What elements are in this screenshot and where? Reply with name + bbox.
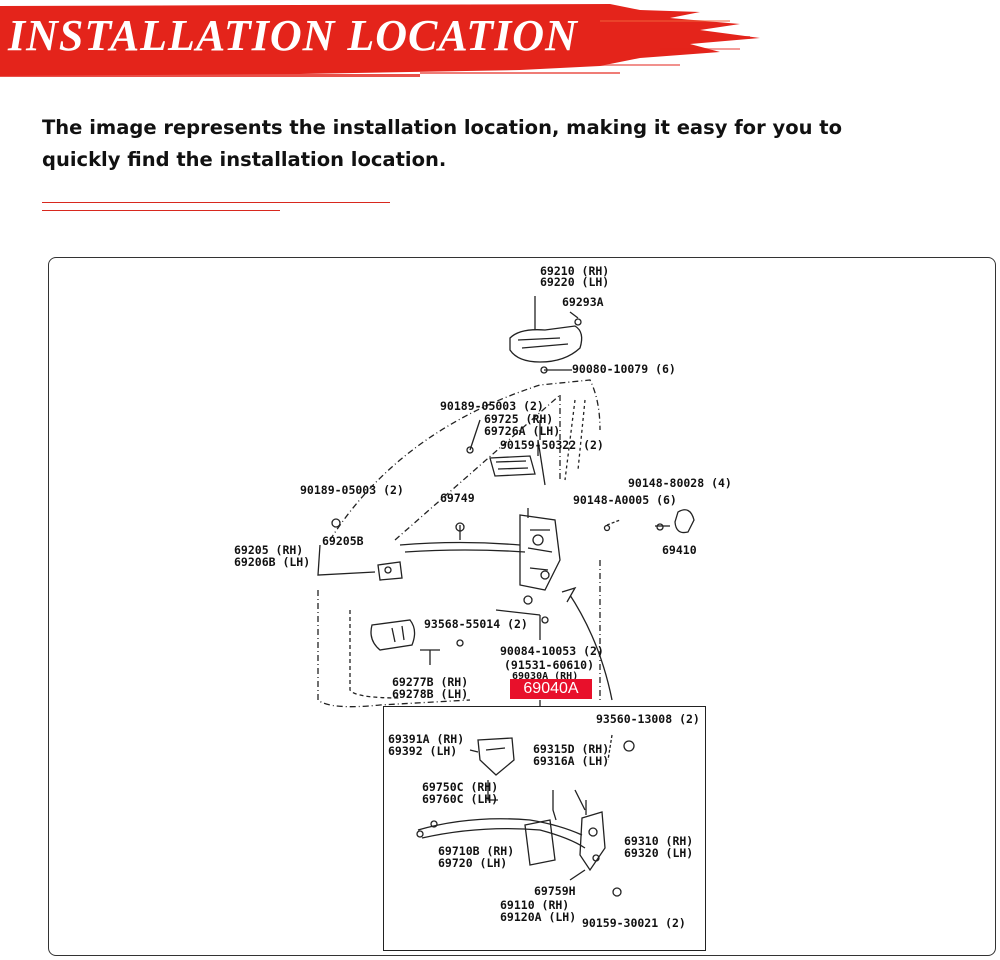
label-90080: 90080-10079 (6) xyxy=(572,362,676,376)
label-69726a: 69726A (LH) xyxy=(484,424,561,438)
label-90148-80028: 90148-80028 (4) xyxy=(628,476,732,490)
label-69278b: 69278B (LH) xyxy=(392,687,469,701)
label-69725: 69725 (RH) xyxy=(484,412,554,426)
label-90084: 90084-10053 (2) xyxy=(500,644,604,658)
label-69310: 69310 (RH) xyxy=(624,834,694,848)
label-69210: 69210 (RH) xyxy=(540,264,610,278)
label-90159-upper: 90159-50322 (2) xyxy=(500,438,604,452)
label-69277b: 69277B (RH) xyxy=(392,675,469,689)
label-90189-left: 90189-05003 (2) xyxy=(300,483,404,497)
brush-stroke-background xyxy=(0,4,760,77)
label-69749: 69749 xyxy=(440,491,475,505)
label-69315d: 69315D (RH) xyxy=(533,742,610,756)
decorative-rule-short xyxy=(42,210,280,211)
label-69205b: 69205B xyxy=(322,534,364,548)
label-69710b: 69710B (RH) xyxy=(438,844,515,858)
label-69110: 69110 (RH) xyxy=(500,898,570,912)
banner-title: INSTALLATION LOCATION xyxy=(8,11,578,60)
door-lock-drawing xyxy=(519,508,561,605)
label-93560: 93560-13008 (2) xyxy=(596,712,700,726)
highlighted-part-number: 69040A xyxy=(510,679,592,699)
diagram-frame xyxy=(48,257,996,956)
label-69206b: 69206B (LH) xyxy=(234,555,311,569)
label-69316a: 69316A (LH) xyxy=(533,754,610,768)
label-91531: (91531-60610) xyxy=(504,658,595,672)
description-text: The image represents the installation lo… xyxy=(42,116,842,171)
title-banner: INSTALLATION LOCATION xyxy=(0,0,780,82)
label-69320: 69320 (LH) xyxy=(624,846,694,860)
detail-inset-box xyxy=(383,706,706,951)
label-69750c: 69750C (RH) xyxy=(422,780,499,794)
label-69759h: 69759H xyxy=(534,884,576,898)
label-69030a: 69030A (RH) xyxy=(512,671,579,682)
outside-handle-drawing xyxy=(509,296,583,374)
detail-parts-drawing xyxy=(416,734,635,897)
inside-handle-drawing xyxy=(466,439,546,486)
label-69205: 69205 (RH) xyxy=(234,543,304,557)
door-outline xyxy=(317,379,601,708)
label-90159-lower: 90159-30021 (2) xyxy=(582,916,686,930)
label-69293a: 69293A xyxy=(562,295,604,309)
label-90189-upper: 90189-05003 (2) xyxy=(440,399,544,413)
label-69720: 69720 (LH) xyxy=(438,856,508,870)
label-90148-a0005: 90148-A0005 (6) xyxy=(573,493,677,507)
decorative-rule-long xyxy=(42,202,390,203)
label-69220: 69220 (LH) xyxy=(540,275,610,289)
label-69410: 69410 xyxy=(662,543,697,557)
label-69392: 69392 (LH) xyxy=(388,744,458,758)
label-93568: 93568-55014 (2) xyxy=(424,617,528,631)
label-69760c: 69760C (LH) xyxy=(422,792,499,806)
label-69120a: 69120A (LH) xyxy=(500,910,577,924)
label-69391a: 69391A (RH) xyxy=(388,732,465,746)
